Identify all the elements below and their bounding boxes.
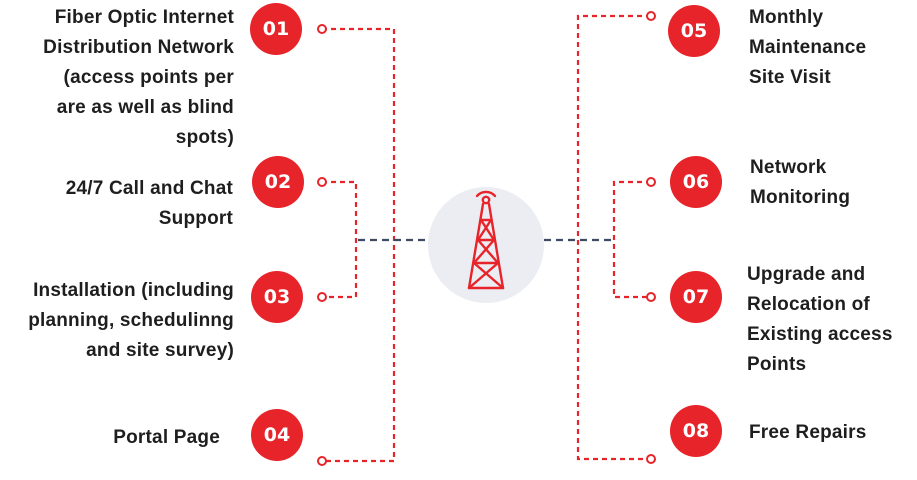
item-label-06: Network Monitoring: [750, 157, 851, 208]
radio-tower-icon: [467, 190, 505, 290]
dot-01: [317, 24, 327, 34]
item-label-02: 24/7 Call and Chat Support: [65, 178, 233, 229]
hub-circle: [428, 187, 544, 303]
badge-01: 01: [250, 3, 302, 55]
item-label-07: Upgrade and Relocation of Existing acces…: [747, 264, 893, 375]
badge-05: 05: [668, 5, 720, 57]
right-connectors: [576, 14, 651, 461]
dot-08: [646, 454, 656, 464]
connector-06: [612, 180, 651, 299]
badge-02: 02: [252, 156, 304, 208]
item-label-04: Portal Page: [113, 427, 220, 448]
item-label-05: Monthly Maintenance Site Visit: [749, 7, 867, 88]
connector-01: [322, 27, 396, 463]
badge-03: 03: [251, 271, 303, 323]
dot-06: [646, 177, 656, 187]
left-connectors: [322, 27, 396, 463]
connector-02: [322, 180, 358, 299]
badge-04: 04: [251, 409, 303, 461]
badge-07: 07: [670, 271, 722, 323]
connector-dots: [317, 11, 656, 466]
dot-02: [317, 177, 327, 187]
badge-08: 08: [670, 405, 722, 457]
dot-05: [646, 11, 656, 21]
dot-04: [317, 456, 327, 466]
item-label-03: Installation (including planning, schedu…: [28, 280, 234, 361]
item-label-08: Free Repairs: [749, 422, 867, 443]
dot-07: [646, 292, 656, 302]
badge-06: 06: [670, 156, 722, 208]
connector-05: [576, 14, 651, 461]
dot-03: [317, 292, 327, 302]
item-label-01: Fiber Optic Internet Distribution Networ…: [43, 7, 234, 148]
